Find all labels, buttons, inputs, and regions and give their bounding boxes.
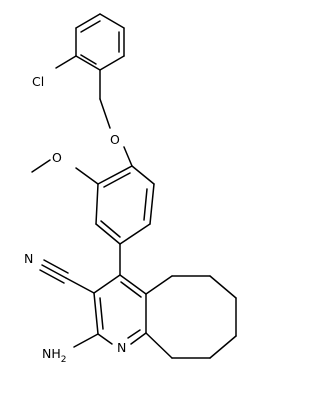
c-cl-bond: [55, 55, 77, 69]
molecule-drawing: Cl O O N N NH2: [24, 13, 237, 365]
pyridine-ring: [93, 274, 147, 345]
cyclooctane-ring: [145, 275, 237, 359]
nitrile-carbon-bond: [65, 277, 95, 294]
nitrile-nitrogen-label: N: [24, 251, 33, 266]
ether-oxygen-label: O: [110, 132, 120, 147]
amine-subscript: 2: [61, 355, 67, 365]
ch2-o-bond: [99, 98, 111, 129]
methoxyphenyl-ring: [95, 165, 155, 245]
methoxy-oxygen-label: O: [52, 150, 62, 165]
structure-canvas: Cl O O N N NH2: [24, 13, 237, 365]
o-methyl-bond: [31, 159, 51, 173]
nitrile-triple-bond-3: [39, 269, 65, 284]
chlorobenzyl-ring: [75, 13, 125, 71]
ring-ome-bond: [75, 167, 99, 185]
nitrile-triple-bond-2: [43, 259, 69, 274]
amine-label: NH2: [42, 346, 66, 365]
nitrile-triple-bond-1: [41, 264, 67, 279]
o-aryl-bond: [123, 146, 133, 167]
c-nh2-bond: [73, 333, 99, 348]
pyridine-nitrogen-label: N: [117, 340, 126, 355]
chlorine-label: Cl: [32, 74, 44, 89]
amine-nh: NH: [42, 346, 61, 361]
